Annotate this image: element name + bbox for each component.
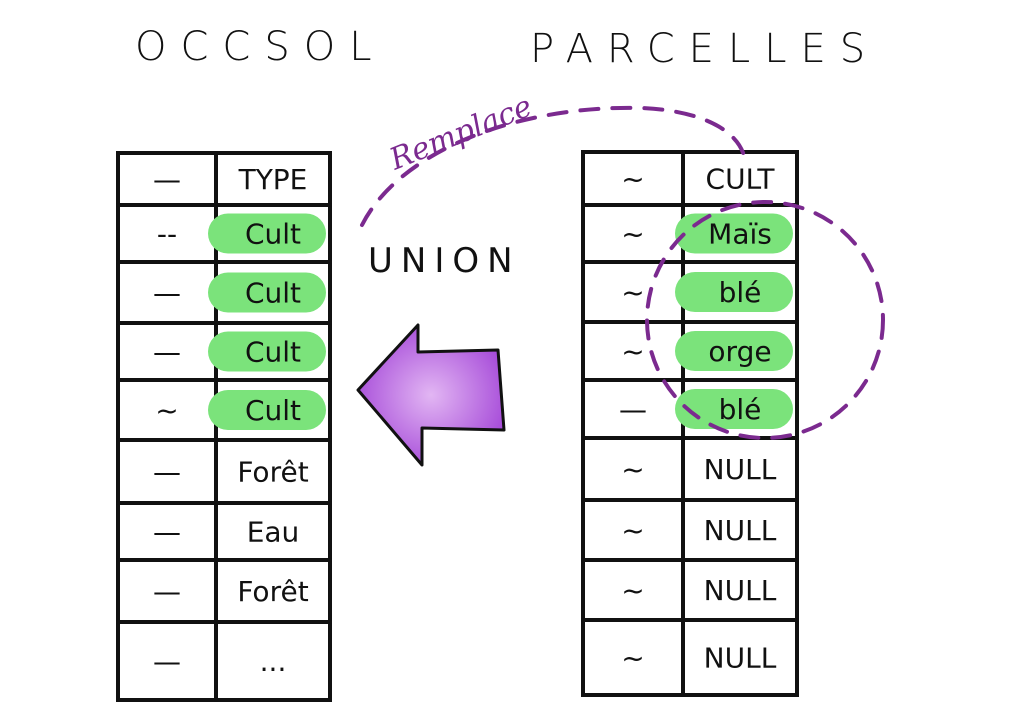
id-cell: —	[153, 575, 181, 608]
value-cell: Cult	[245, 277, 301, 310]
id-cell: ~	[621, 218, 644, 251]
id-cell: —	[619, 393, 647, 426]
table-row: ~ NULL	[621, 642, 776, 675]
id-cell: ~	[621, 453, 644, 486]
table-row: — blé	[619, 389, 793, 429]
table-row: ~ blé	[621, 272, 793, 312]
left-table-title: OCCSOL	[135, 24, 386, 70]
value-cell: Maïs	[708, 218, 772, 251]
id-cell: —	[153, 277, 181, 310]
value-cell: NULL	[704, 453, 777, 486]
value-cell: blé	[719, 393, 762, 426]
merge-arrow-left	[356, 323, 506, 467]
table-row: ~ NULL	[621, 453, 776, 486]
value-cell: Cult	[245, 394, 301, 427]
value-cell: orge	[708, 335, 771, 368]
replace-arc	[360, 105, 747, 227]
table-row: ~ Cult	[155, 390, 326, 430]
value-cell: NULL	[704, 642, 777, 675]
id-cell: —	[153, 645, 181, 678]
table-row: — Cult	[153, 272, 326, 313]
table-header-row: — TYPE	[153, 163, 307, 196]
highlight-marker	[675, 272, 793, 312]
highlight-marker	[208, 213, 326, 254]
id-cell: —	[153, 516, 181, 549]
id-cell: —	[153, 163, 181, 196]
value-cell: CULT	[706, 163, 776, 196]
id-cell: ~	[621, 574, 644, 607]
parcelles-table: ~ CULT ~ Maïs ~ blé ~ orge — blé ~ NULL ~ NULL ~ NULL ~ N…	[581, 150, 799, 697]
right-table-title: PARCELLES	[530, 26, 879, 72]
value-cell: Cult	[245, 336, 301, 369]
id-cell: —	[153, 456, 181, 489]
replace-label: Remplace	[384, 89, 537, 178]
table-row: — Forêt	[153, 575, 309, 608]
value-cell: TYPE	[238, 163, 308, 196]
cult-values-ellipse	[645, 200, 885, 440]
id-cell: ~	[621, 514, 644, 547]
value-cell: Eau	[247, 516, 300, 549]
table-row: ~ Maïs	[621, 213, 793, 254]
id-cell: —	[153, 336, 181, 369]
table-border	[581, 150, 799, 697]
id-cell: ~	[155, 394, 178, 427]
highlight-marker	[675, 213, 793, 254]
highlight-marker	[675, 331, 793, 371]
value-cell: ...	[260, 645, 287, 678]
id-cell: ~	[621, 642, 644, 675]
value-cell: Forêt	[237, 456, 308, 489]
table-header-row: ~ CULT	[621, 163, 775, 196]
highlight-marker	[208, 390, 326, 430]
table-row: —...	[153, 645, 286, 678]
table-row: -- Cult	[157, 213, 326, 254]
union-label: UNION	[368, 241, 521, 281]
table-row: — Forêt	[153, 456, 309, 489]
table-border	[116, 151, 332, 702]
table-row: ~ orge	[621, 331, 793, 371]
value-cell: Forêt	[237, 575, 308, 608]
table-row: — Eau	[153, 516, 299, 549]
value-cell: Cult	[245, 218, 301, 251]
table-row: — Cult	[153, 331, 326, 372]
table-row: ~ NULL	[621, 514, 776, 547]
highlight-marker	[208, 272, 326, 313]
occsol-table: — TYPE -- Cult — Cult — Cult ~ Cult — Forêt — Eau — For…	[116, 151, 332, 702]
id-cell: ~	[621, 335, 644, 368]
table-row: ~ NULL	[621, 574, 776, 607]
highlight-marker	[675, 389, 793, 429]
highlight-marker	[208, 331, 326, 372]
id-cell: ~	[621, 276, 644, 309]
id-cell: --	[157, 218, 177, 251]
value-cell: NULL	[704, 574, 777, 607]
value-cell: blé	[719, 276, 762, 309]
id-cell: ~	[621, 163, 644, 196]
value-cell: NULL	[704, 514, 777, 547]
